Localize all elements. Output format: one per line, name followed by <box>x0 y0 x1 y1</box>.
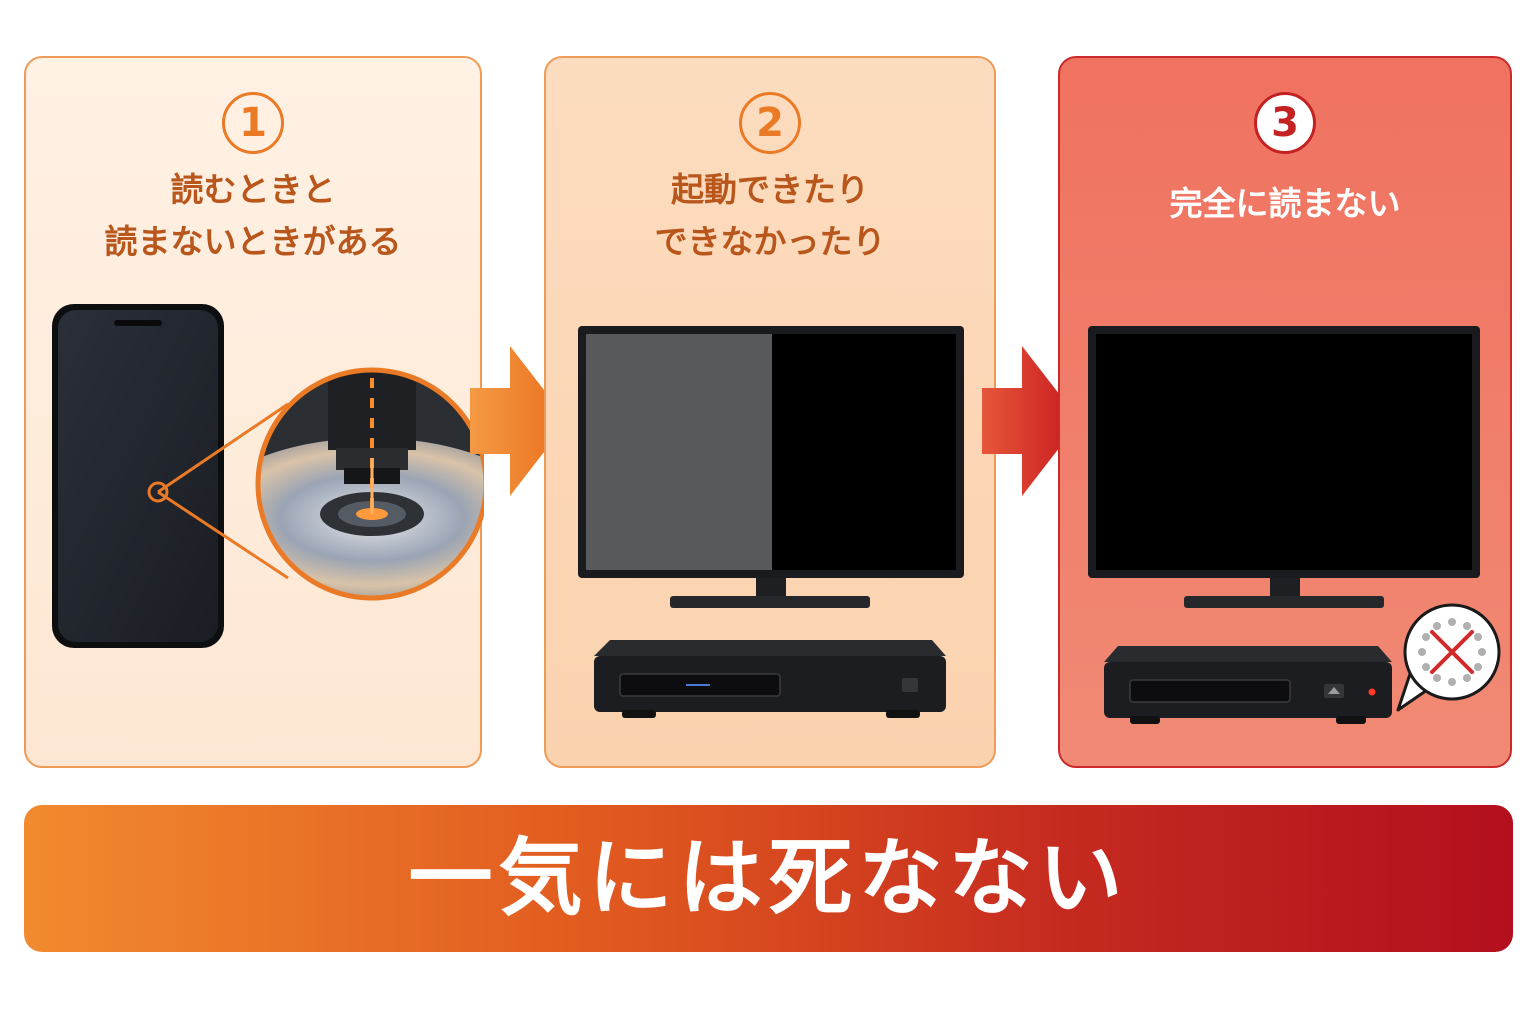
arrow-right-icon <box>982 346 1080 496</box>
disc-error-bubble-icon <box>1396 603 1501 712</box>
step-1-title: 読むときと 読まないときがある <box>26 164 480 268</box>
step-2-title-line-1: 起動できたり <box>671 170 869 209</box>
step-1-title-line-2: 読まないときがある <box>104 222 402 261</box>
arrow-right-icon <box>470 346 568 496</box>
step-1-illustration <box>52 304 484 648</box>
step-2-title: 起動できたり できなかったり <box>546 164 994 268</box>
disc-player-icon <box>1104 646 1392 724</box>
step-2-illustration <box>578 326 964 718</box>
step-2-title-line-2: できなかったり <box>654 222 886 261</box>
step-3-panel: 3 完全に読まない <box>1058 56 1512 768</box>
step-number-3: 3 <box>1254 92 1316 154</box>
smartphone-icon <box>52 304 224 648</box>
step-number-1: 1 <box>222 92 284 154</box>
step-number-2: 2 <box>739 92 801 154</box>
step-1-panel: 1 読むときと 読まないときがある <box>24 56 484 768</box>
step-3-illustration <box>1088 326 1501 724</box>
step-3-title: 完全に読まない <box>1060 178 1510 230</box>
conclusion-banner: 一気には死なない <box>24 805 1513 952</box>
step-1-title-line-1: 読むときと <box>170 170 336 209</box>
monitor-half-dark-icon <box>578 326 964 608</box>
disc-player-icon <box>594 640 946 718</box>
monitor-blank-icon <box>1088 326 1480 608</box>
step-3-title-line-1: 完全に読まない <box>1169 184 1401 223</box>
step-2-panel: 2 起動できたり できなかったり <box>544 56 996 768</box>
